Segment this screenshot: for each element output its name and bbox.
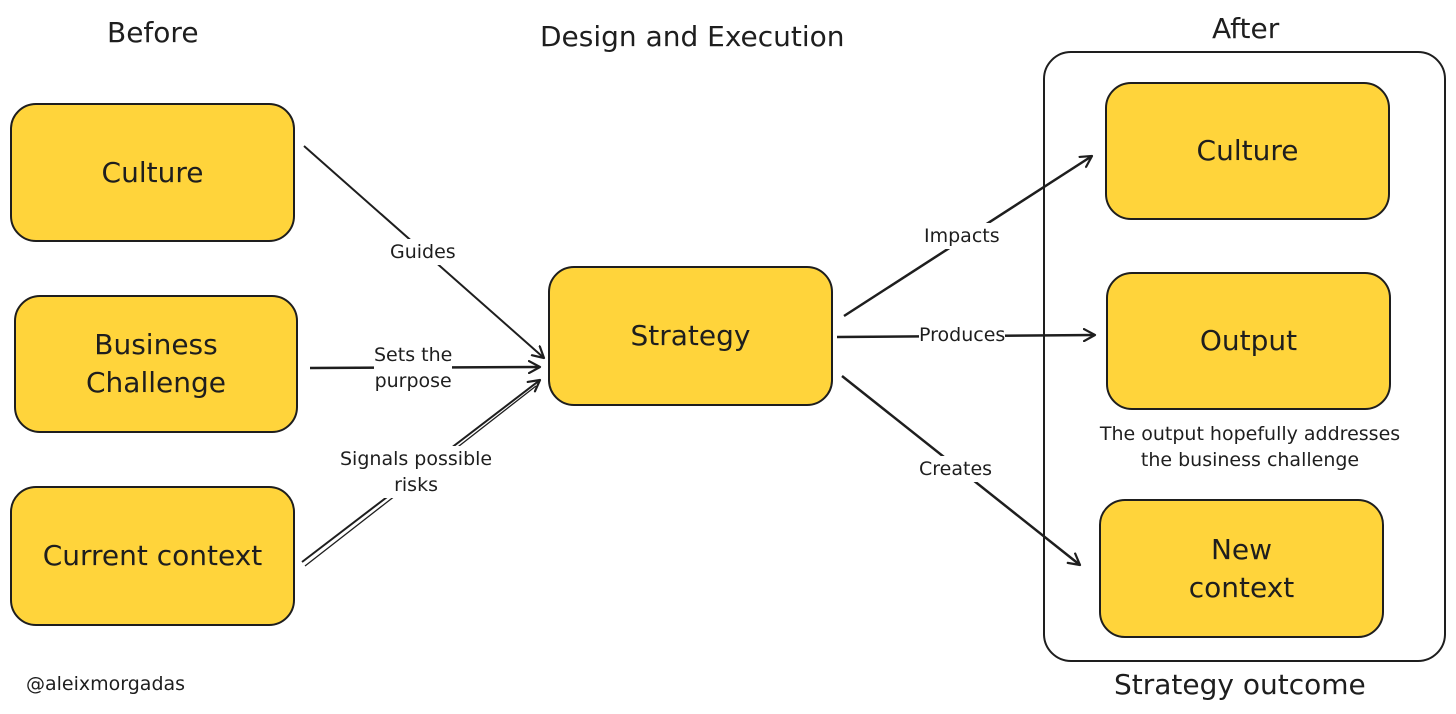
node-culture-before-label: Culture xyxy=(101,155,204,189)
author-credit: @aleixmorgadas xyxy=(26,673,186,695)
heading-design-and-execution: Design and Execution xyxy=(540,20,845,53)
node-output: Output xyxy=(1106,272,1391,410)
node-new-context-label: New context xyxy=(1188,532,1295,604)
edge-label-guides: Guides xyxy=(390,239,456,265)
edge-label-signals-possible-risks: Signals possible risks xyxy=(340,446,493,498)
node-strategy: Strategy xyxy=(548,266,833,406)
edge-label-creates: Creates xyxy=(919,456,993,482)
node-business-challenge: Business Challenge xyxy=(14,295,298,433)
node-culture-before: Culture xyxy=(10,103,295,242)
node-culture-after-label: Culture xyxy=(1196,134,1299,167)
node-culture-after: Culture xyxy=(1105,82,1390,220)
strategy-outcome-frame xyxy=(1043,51,1446,662)
heading-before: Before xyxy=(107,16,199,49)
heading-strategy-outcome: Strategy outcome xyxy=(1114,668,1366,701)
edge-label-produces: Produces xyxy=(919,322,1006,348)
node-current-context: Current context xyxy=(10,486,295,626)
node-output-label: Output xyxy=(1199,324,1298,357)
node-current-context-label: Current context xyxy=(42,539,263,572)
node-new-context: New context xyxy=(1099,499,1384,638)
edge-label-sets-the-purpose: Sets the purpose xyxy=(374,342,453,394)
node-business-challenge-label: Business Challenge xyxy=(86,328,226,399)
output-note: The output hopefully addresses the busin… xyxy=(1099,423,1401,471)
edge-label-impacts: Impacts xyxy=(924,223,1000,249)
heading-after: After xyxy=(1212,12,1280,45)
node-strategy-label: Strategy xyxy=(630,319,751,352)
